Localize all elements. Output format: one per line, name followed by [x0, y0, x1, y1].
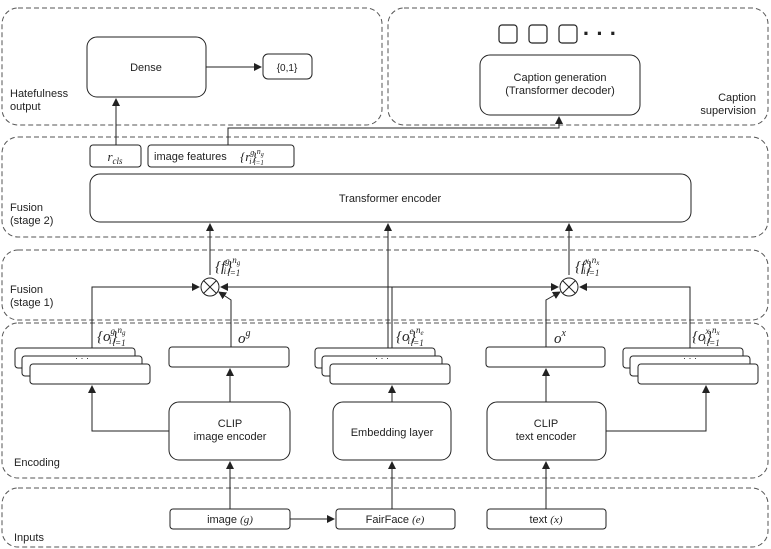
fusion-stage2-label: Fusion(stage 2) [10, 202, 53, 227]
image-features-to-caption-arrow [227, 116, 563, 145]
image-input-label: image (g) [207, 514, 253, 526]
embedding-layer-label: Embedding layer [351, 427, 434, 439]
fairface-input-block [335, 508, 456, 530]
hatefulness-output-group [1, 7, 383, 126]
caption-token-squares [498, 24, 578, 44]
output-set-block [262, 53, 313, 80]
text-input-label: text (x) [529, 514, 562, 526]
dense-label: Dense [130, 62, 162, 74]
caption-generation-label: Caption generation(Transformer decoder) [505, 72, 615, 97]
fairface-token-ellipsis: · · · [375, 353, 389, 363]
o-g-block [168, 346, 290, 368]
o-g-label: og [238, 328, 251, 347]
text-token-stack [622, 347, 759, 385]
image-token-stack [14, 347, 151, 385]
ox-set-to-fusion1-arrow [579, 283, 691, 348]
ox-to-fusion1-arrow [545, 291, 561, 347]
caption-supervision-group [387, 7, 769, 126]
fusion-stage1-group [1, 249, 769, 321]
image-features-label: image features [154, 151, 227, 163]
o-x-block [485, 346, 606, 368]
image-token-ellipsis: · · · [75, 353, 89, 363]
text-token-ellipsis: · · · [683, 353, 697, 363]
fusion-stage2-group [1, 136, 769, 238]
caption-generation-block [479, 54, 641, 116]
transformer-encoder-block [89, 173, 692, 223]
clip-image-to-token-stack-arrow [88, 385, 169, 432]
output-set-label: {0,1} [277, 63, 298, 74]
transformer-encoder-label: Transformer encoder [339, 193, 442, 205]
clip-text-to-token-stack-arrow [606, 385, 710, 432]
inputs-group [1, 487, 769, 548]
og-to-fusion1-arrow [218, 291, 232, 347]
image-features-block [147, 144, 295, 168]
o-x-label: ox [554, 328, 567, 347]
encoding-label: Encoding [14, 457, 60, 469]
og-set-to-fusion1-arrow [91, 283, 200, 348]
encoding-group [1, 322, 769, 479]
caption-ellipsis: · · · [583, 21, 617, 46]
fusion-operator-g [200, 277, 220, 297]
fairface-token-stack [314, 347, 451, 385]
fusion-stage1-label: Fusion(stage 1) [10, 284, 53, 309]
fairface-input-label: FairFace (e) [366, 514, 425, 526]
inputs-label: Inputs [14, 532, 44, 544]
fusion-operator-x [559, 277, 579, 297]
